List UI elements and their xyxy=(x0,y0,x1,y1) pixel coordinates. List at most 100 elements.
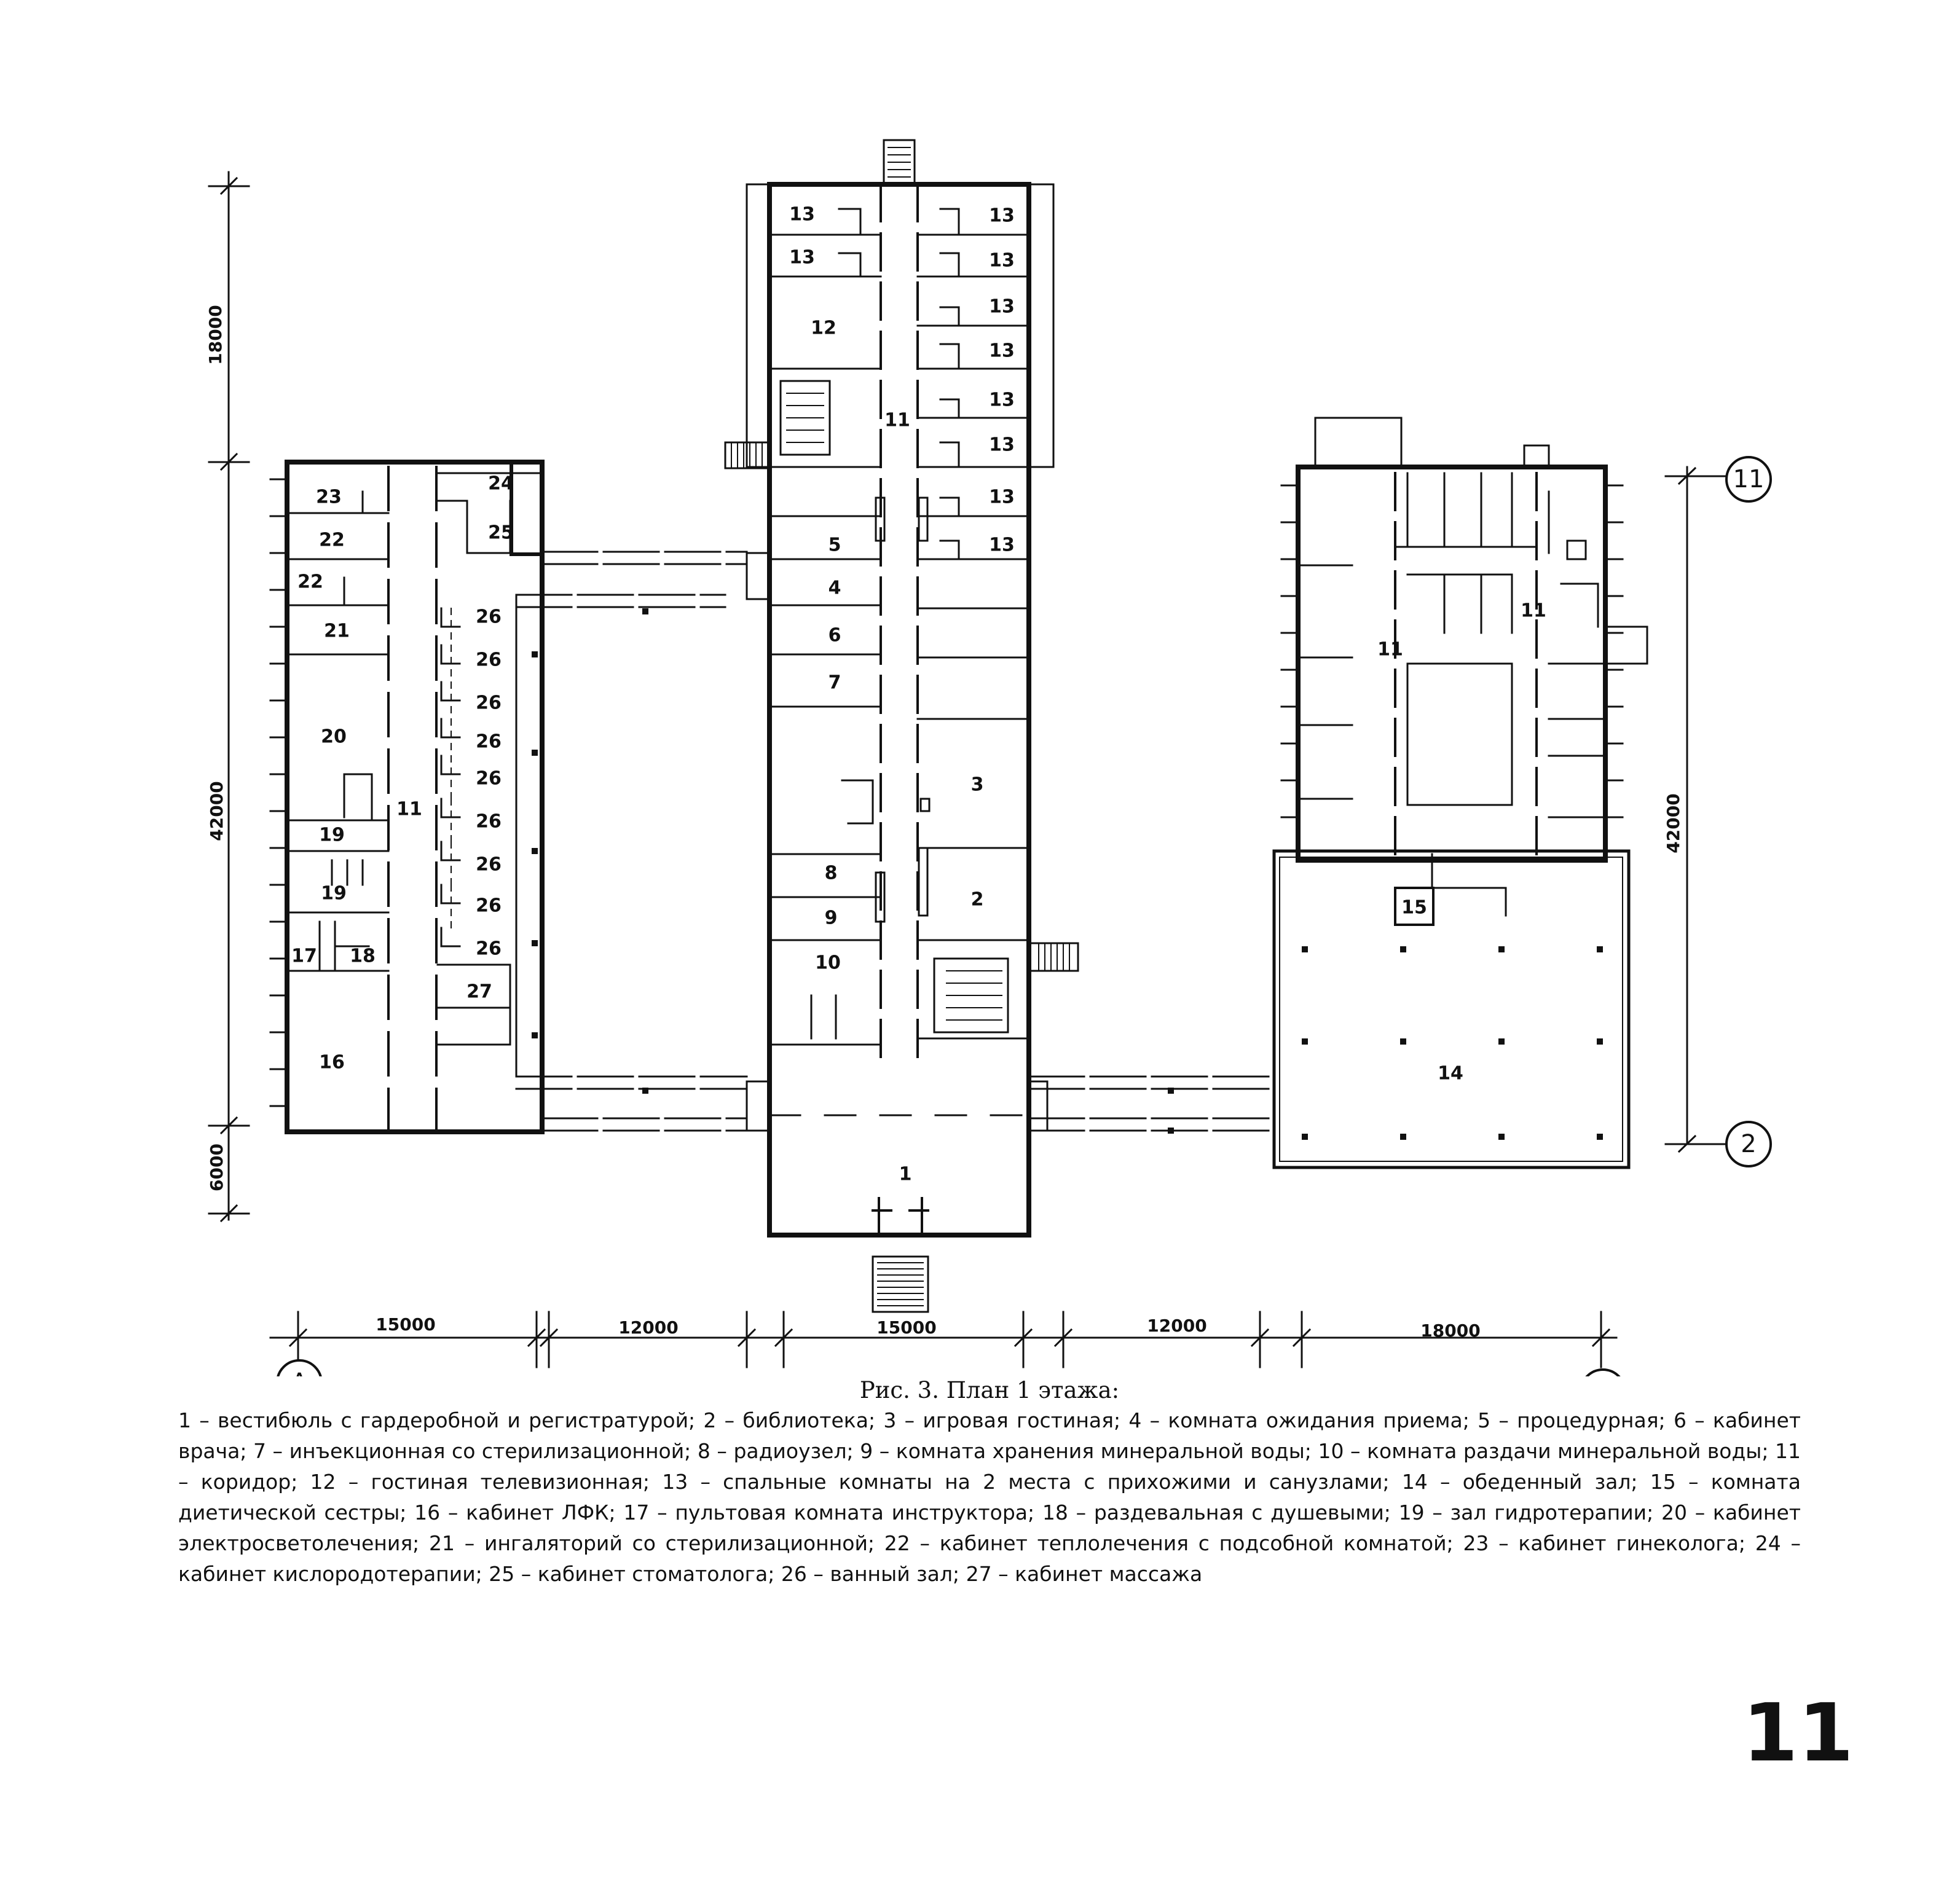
room-label: 11 xyxy=(1521,600,1546,622)
room-label: 22 xyxy=(319,530,345,551)
axis-label-2: 2 xyxy=(1741,1130,1756,1158)
dim-v-2: 42000 xyxy=(207,781,227,841)
room-label: 9 xyxy=(825,908,838,929)
room-label: 13 xyxy=(989,535,1015,556)
room-label: 19 xyxy=(321,883,347,904)
room-label: 13 xyxy=(989,250,1015,272)
room-label: 3 xyxy=(971,774,984,796)
room-label: 17 xyxy=(291,946,317,967)
center-block-labels: 13 13 12 11 5 4 6 7 8 9 10 1 13 13 13 13… xyxy=(789,204,1015,1185)
room-label: 25 xyxy=(488,522,514,544)
room-label: 10 xyxy=(815,952,841,974)
axis-circle-a xyxy=(277,1359,322,1376)
room-label: 13 xyxy=(989,390,1015,411)
right-wing-labels: 11 11 15 14 xyxy=(1377,600,1546,1085)
room-label: 23 xyxy=(316,487,342,508)
dim-h-1: 15000 xyxy=(376,1314,435,1335)
legend-item: 6 – кабинет врача; xyxy=(178,1408,1801,1463)
axis-labels: А Ф 11 2 xyxy=(291,465,1764,1376)
room-label: 26 xyxy=(476,692,502,714)
legend-item: 8 – радиоузел; xyxy=(697,1439,854,1463)
legend-item: 3 – игровая гостиная; xyxy=(883,1408,1121,1432)
room-label: 26 xyxy=(476,768,502,790)
room-label: 12 xyxy=(811,318,836,339)
room-label: 26 xyxy=(476,731,502,753)
left-wing xyxy=(269,460,545,1134)
room-label: 26 xyxy=(476,895,502,917)
legend: 1 – вестибюль с гардеробной и регистрату… xyxy=(178,1405,1801,1590)
figure-title: Рис. 3. План 1 этажа: xyxy=(859,1377,1120,1403)
legend-item: 18 – раздевальная с душевыми; xyxy=(1042,1501,1391,1524)
room-label: 26 xyxy=(476,649,502,671)
dimension-labels: 15000 12000 15000 12000 18000 18000 4200… xyxy=(205,305,1683,1341)
room-label: 13 xyxy=(789,204,815,226)
room-label: 5 xyxy=(828,535,841,556)
dim-h-4: 12000 xyxy=(1147,1316,1206,1336)
room-label: 1 xyxy=(899,1164,912,1185)
dim-h-2: 12000 xyxy=(618,1317,678,1338)
room-label: 27 xyxy=(466,981,492,1003)
room-label: 26 xyxy=(476,938,502,960)
room-label: 11 xyxy=(884,410,910,431)
room-label: 13 xyxy=(989,434,1015,456)
axis-label-a: А xyxy=(291,1368,308,1376)
legend-item: 13 – спальные комнаты на 2 места с прихо… xyxy=(662,1470,1390,1494)
legend-item: 20 – кабинет электросветолечения; xyxy=(178,1501,1801,1555)
room-label: 13 xyxy=(989,340,1015,362)
floor-plan: А Ф 11 2 15000 12000 15000 12000 18000 1… xyxy=(205,139,1772,1376)
legend-item: 2 – библиотека; xyxy=(703,1408,876,1432)
legend-item: 11 – коридор; xyxy=(178,1439,1801,1494)
room-label: 14 xyxy=(1438,1063,1463,1085)
room-label: 13 xyxy=(989,205,1015,227)
legend-item: 10 – комната раздачи минеральной воды; xyxy=(1318,1439,1769,1463)
legend-item: 1 – вестибюль с гардеробной и регистрату… xyxy=(178,1408,696,1432)
room-label: 26 xyxy=(476,811,502,833)
axis-label-11: 11 xyxy=(1733,465,1765,493)
legend-item: 14 – обеденный зал; xyxy=(1401,1470,1638,1494)
legend-item: 25 – кабинет стоматолога; xyxy=(489,1562,775,1586)
room-label: 15 xyxy=(1401,897,1427,919)
room-label: 13 xyxy=(789,247,815,269)
room-label: 16 xyxy=(319,1052,345,1073)
legend-item: 12 – гостиная телевизионная; xyxy=(310,1470,650,1494)
room-label: 18 xyxy=(350,946,376,967)
room-label: 2 xyxy=(971,889,984,911)
dim-h-3: 15000 xyxy=(876,1317,936,1338)
legend-item: 4 – комната ожидания приема; xyxy=(1128,1408,1470,1432)
dim-v-1: 18000 xyxy=(205,305,226,364)
room-label: 22 xyxy=(297,571,323,593)
figure-caption: Рис. 3. План 1 этажа: 1 – вестибюль с га… xyxy=(178,1375,1801,1590)
right-wing xyxy=(1272,417,1648,1169)
room-label: 20 xyxy=(321,726,347,748)
room-label: 11 xyxy=(1377,639,1403,661)
dimension-lines xyxy=(208,171,1727,1368)
dim-v-3: 6000 xyxy=(207,1144,227,1191)
legend-item: 22 – кабинет теплолечения с подсобной ко… xyxy=(884,1531,1454,1555)
room-label: 4 xyxy=(828,578,841,599)
room-label: 6 xyxy=(828,625,841,646)
legend-item: 26 – ванный зал; xyxy=(781,1562,960,1586)
legend-item: 9 – комната хранения минеральной воды; xyxy=(860,1439,1312,1463)
room-label: 21 xyxy=(324,621,350,642)
legend-item: 7 – инъекционная со стерилизационной; xyxy=(253,1439,691,1463)
room-label: 11 xyxy=(396,799,422,820)
dim-h-5: 18000 xyxy=(1420,1320,1480,1341)
legend-item: 17 – пультовая комната инструктора; xyxy=(623,1501,1035,1524)
axis-circle-2 xyxy=(1725,1121,1772,1167)
legend-item: 5 – процедурная; xyxy=(1478,1408,1666,1432)
legend-item: 27 – кабинет массажа xyxy=(966,1562,1203,1586)
room-label: 13 xyxy=(989,487,1015,508)
room-label: 24 xyxy=(488,473,514,495)
legend-item: 21 – ингаляторий со стерилизационной; xyxy=(429,1531,875,1555)
galleries xyxy=(515,551,1275,1134)
axis-markers xyxy=(277,456,1772,1376)
page-number: 11 xyxy=(1742,1686,1854,1779)
dim-v-right: 42000 xyxy=(1663,793,1683,853)
legend-item: 16 – кабинет ЛФК; xyxy=(414,1501,616,1524)
legend-item: 23 – кабинет гинеколога; xyxy=(1463,1531,1746,1555)
center-block xyxy=(724,139,1079,1313)
room-label: 26 xyxy=(476,854,502,876)
legend-item: 19 – зал гидротерапии; xyxy=(1398,1501,1654,1524)
room-label: 7 xyxy=(828,672,841,694)
room-label: 26 xyxy=(476,606,502,628)
